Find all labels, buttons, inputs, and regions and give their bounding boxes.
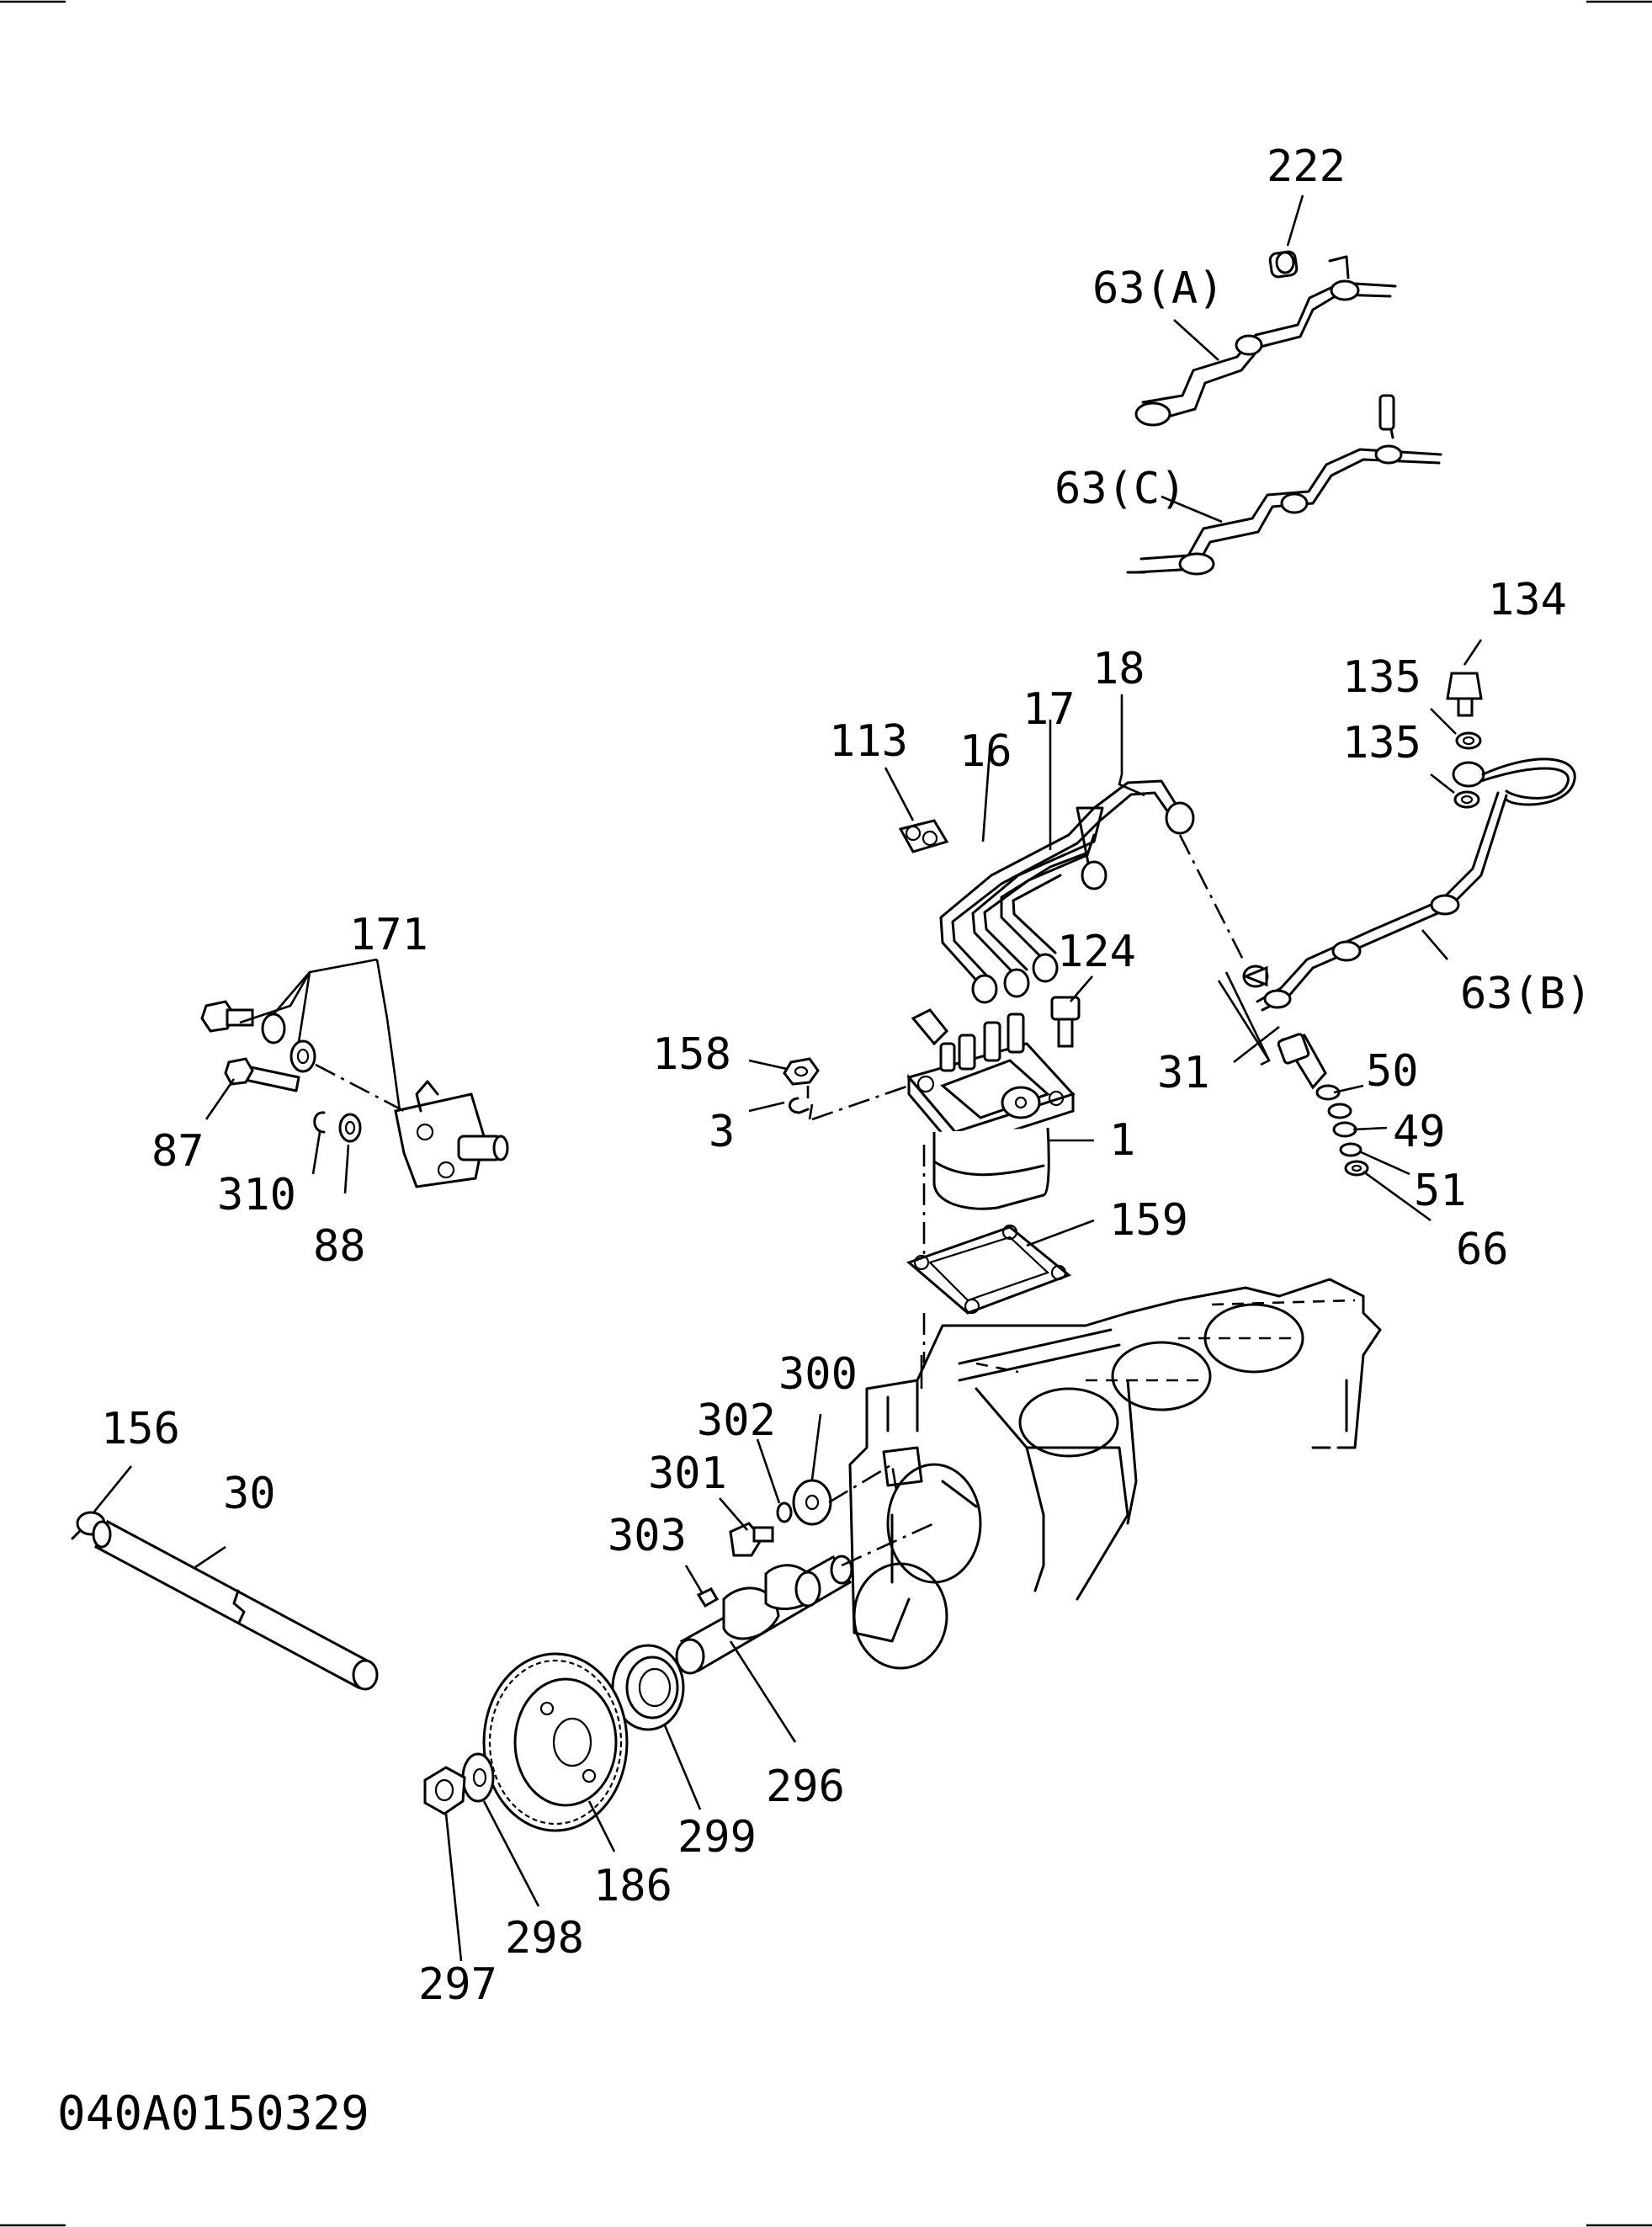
part-303-key <box>696 1587 720 1608</box>
label-63b: 63(B) <box>1460 969 1592 1019</box>
label-156: 156 <box>101 1404 180 1454</box>
label-158: 158 <box>652 1029 731 1080</box>
part-3-washer <box>789 1097 810 1114</box>
leader-lines <box>93 194 1483 1962</box>
label-135-top: 135 <box>1342 652 1421 703</box>
part-31-connector <box>1241 965 1327 1090</box>
part-301-bolt <box>729 1522 774 1557</box>
label-50: 50 <box>1366 1046 1419 1097</box>
part-222-sleeve <box>1268 250 1299 279</box>
label-63a: 63(A) <box>1092 263 1224 314</box>
part-50-49-51-66-washers <box>1315 1084 1369 1177</box>
label-30: 30 <box>223 1469 276 1519</box>
part-135-washers <box>1453 731 1482 809</box>
label-51: 51 <box>1414 1166 1467 1216</box>
part-1-injection-pump <box>906 1008 1076 1210</box>
part-30-rod <box>92 1519 379 1691</box>
label-16: 16 <box>959 726 1012 777</box>
part-63b-leak-off-pipe <box>1256 757 1576 1012</box>
engine-block <box>848 1278 1382 1670</box>
part-63a-injection-pipe <box>1134 255 1397 427</box>
label-66: 66 <box>1456 1225 1509 1275</box>
label-17: 17 <box>1023 684 1076 735</box>
part-299-bearing <box>611 1644 685 1731</box>
label-87: 87 <box>151 1126 205 1177</box>
part-310-ring <box>313 1111 326 1134</box>
part-186-gear <box>482 1652 629 1832</box>
label-171: 171 <box>349 910 428 960</box>
label-301: 301 <box>648 1448 727 1499</box>
part-63c-injection-pipe <box>1126 394 1442 576</box>
label-49: 49 <box>1393 1107 1446 1157</box>
label-31: 31 <box>1157 1048 1210 1098</box>
label-63c: 63(C) <box>1054 464 1187 514</box>
part-159-gasket <box>906 1224 1071 1315</box>
label-297: 297 <box>418 1959 497 2010</box>
part-113-clamp <box>898 819 949 853</box>
part-296-camshaft <box>675 1555 853 1675</box>
part-16-17-18-injection-pipes <box>939 779 1195 1004</box>
label-299: 299 <box>677 1812 757 1863</box>
label-134: 134 <box>1488 575 1567 625</box>
label-18: 18 <box>1092 644 1145 694</box>
part-171-bolts-washers <box>200 1000 316 1073</box>
part-124-bolt <box>1050 996 1081 1048</box>
label-88: 88 <box>313 1221 366 1272</box>
label-296: 296 <box>766 1762 845 1812</box>
label-298: 298 <box>505 1913 584 1964</box>
label-124: 124 <box>1057 927 1136 977</box>
label-222: 222 <box>1267 141 1346 192</box>
part-298-washer <box>461 1752 495 1803</box>
label-303: 303 <box>608 1511 687 1561</box>
part-302-washer <box>776 1501 793 1523</box>
label-302: 302 <box>697 1395 776 1446</box>
drawing-code: 040A0150329 <box>57 2086 369 2141</box>
part-297-nut <box>423 1766 466 1815</box>
label-3: 3 <box>709 1107 735 1157</box>
label-1: 1 <box>1109 1115 1135 1166</box>
part-87-bolt <box>224 1057 300 1092</box>
part-171-feed-pump <box>394 1080 509 1188</box>
part-88-washer <box>338 1113 362 1143</box>
label-113: 113 <box>829 716 908 767</box>
part-134-bolt <box>1446 672 1483 717</box>
part-300-plate <box>792 1479 832 1526</box>
callout-labels: 222 63(A) 63(C) 134 135 135 18 17 16 113… <box>101 141 1592 2010</box>
label-300: 300 <box>778 1349 858 1400</box>
alignment-lines <box>315 834 1246 1567</box>
part-158-nut <box>783 1057 820 1086</box>
label-310: 310 <box>217 1170 296 1220</box>
label-135-bottom: 135 <box>1342 718 1421 768</box>
label-159: 159 <box>1109 1195 1188 1246</box>
label-186: 186 <box>593 1861 672 1911</box>
